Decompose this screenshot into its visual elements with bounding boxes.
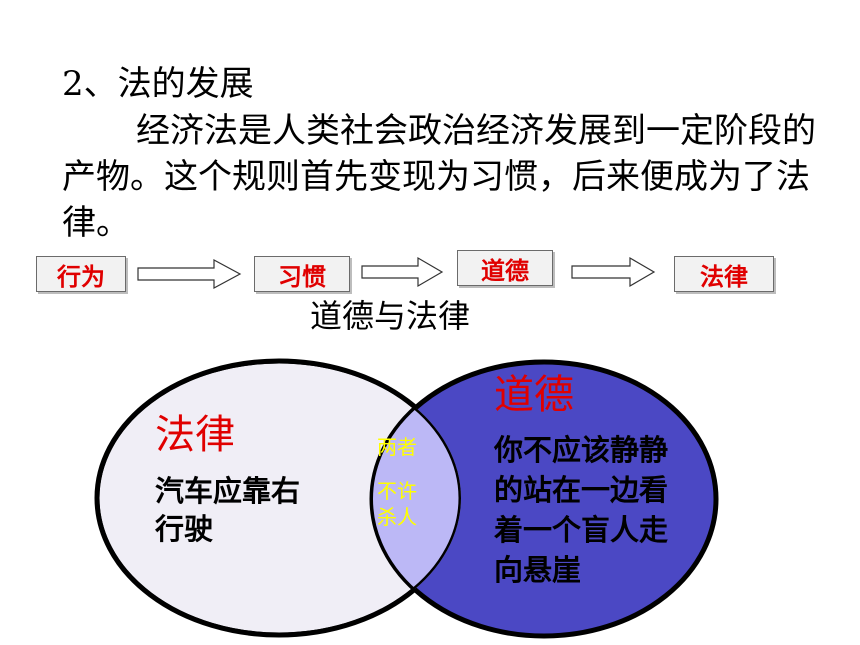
venn-morality-label: 道德 (494, 372, 574, 418)
flow-box-law: 法律 (674, 256, 774, 292)
venn-overlap-example: 不许杀人 (377, 479, 417, 529)
flow-box-morality: 道德 (457, 250, 553, 286)
flow-arrow-3 (571, 256, 656, 288)
body-paragraph: 经济法是人类社会政治经济发展到一定阶段的产物。这个规则首先变现为习惯，后来便成为… (62, 108, 842, 246)
flow-box-habit: 习惯 (254, 256, 350, 292)
flow-arrow-1 (137, 258, 242, 290)
venn-morality-example: 你不应该静静的站在一边看着一个盲人走向悬崖 (494, 433, 669, 587)
venn-law-label: 法律 (155, 412, 235, 458)
section-heading: 2、法的发展 (62, 64, 254, 104)
paragraph-text: 经济法是人类社会政治经济发展到一定阶段的产物。这个规则首先变现为习惯，后来便成为… (62, 111, 816, 243)
flow-arrow-2 (361, 256, 444, 288)
flow-box-behavior: 行为 (36, 256, 126, 292)
venn-title: 道德与法律 (310, 297, 471, 335)
venn-overlap-label: 两者 (377, 435, 417, 459)
venn-law-example: 汽车应靠右行驶 (155, 474, 301, 546)
